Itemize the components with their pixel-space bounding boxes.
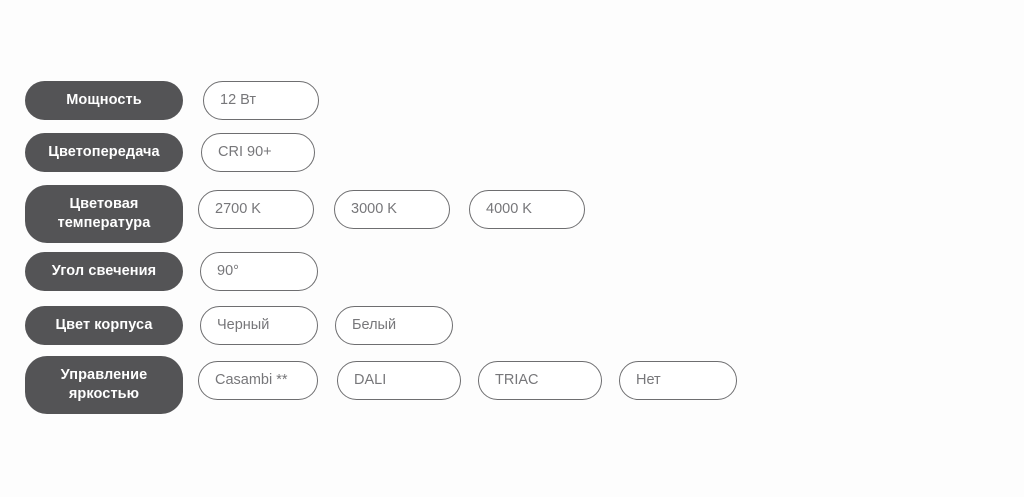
spec-label-body-color: Цвет корпуса (25, 306, 183, 345)
option-dimming-dali[interactable]: DALI (337, 361, 461, 400)
spec-row-power: Мощность 12 Вт (25, 81, 1000, 120)
spec-label-dimming: Управление яркостью (25, 356, 183, 414)
spec-row-cri: Цветопередача CRI 90+ (25, 133, 1000, 172)
spec-row-cct: Цветовая температура 2700 K 3000 K 4000 … (25, 185, 1000, 243)
option-body-color-black[interactable]: Черный (200, 306, 318, 345)
option-beam-angle-90[interactable]: 90° (200, 252, 318, 291)
option-cct-4000k[interactable]: 4000 K (469, 190, 585, 229)
spec-options-cct: 2700 K 3000 K 4000 K (183, 185, 1000, 229)
spec-label-cct: Цветовая температура (25, 185, 183, 243)
spec-label-dimming-line1: Управление (60, 367, 148, 383)
spec-options-beam-angle: 90° (183, 252, 1000, 291)
option-power-12vt[interactable]: 12 Вт (203, 81, 319, 120)
spec-label-cct-line2: температура (57, 215, 151, 231)
spec-row-beam-angle: Угол свечения 90° (25, 252, 1000, 291)
spec-options-cri: CRI 90+ (183, 133, 1000, 172)
option-cct-2700k[interactable]: 2700 K (198, 190, 314, 229)
option-dimming-triac[interactable]: TRIAC (478, 361, 602, 400)
option-dimming-none[interactable]: Нет (619, 361, 737, 400)
spec-label-cct-line1: Цветовая (69, 196, 139, 212)
spec-label-cct-text: Цветовая температура (58, 195, 151, 233)
spec-table: Мощность 12 Вт Цветопередача CRI 90+ Цве… (25, 81, 1000, 414)
spec-options-body-color: Черный Белый (183, 306, 1000, 345)
spec-row-dimming: Управление яркостью Casambi ** DALI TRIA… (25, 356, 1000, 414)
spec-label-dimming-text: Управление яркостью (61, 366, 148, 404)
option-cct-3000k[interactable]: 3000 K (334, 190, 450, 229)
option-dimming-casambi[interactable]: Casambi ** (198, 361, 318, 400)
option-body-color-white[interactable]: Белый (335, 306, 453, 345)
option-cri-90-plus[interactable]: CRI 90+ (201, 133, 315, 172)
spec-row-body-color: Цвет корпуса Черный Белый (25, 306, 1000, 345)
spec-label-cri: Цветопередача (25, 133, 183, 172)
spec-label-power: Мощность (25, 81, 183, 120)
spec-label-dimming-line2: яркостью (68, 386, 140, 402)
spec-options-power: 12 Вт (183, 81, 1000, 120)
spec-options-dimming: Casambi ** DALI TRIAC Нет (183, 356, 1000, 400)
spec-label-beam-angle: Угол свечения (25, 252, 183, 291)
